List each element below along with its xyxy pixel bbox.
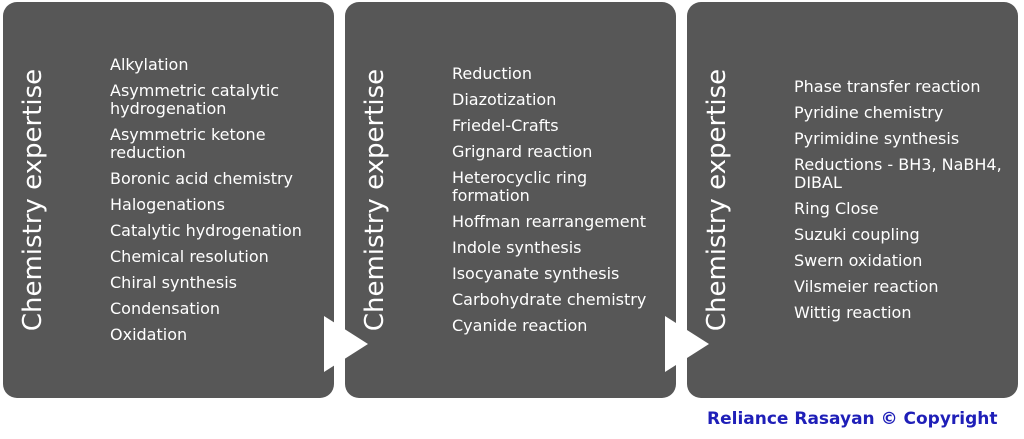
expertise-panel-1: Chemistry expertise Alkylation Asymmetri…	[3, 2, 334, 398]
panel-side-title: Chemistry expertise	[3, 2, 63, 398]
list-item: Cyanide reaction	[452, 316, 588, 335]
panel-side-title-text: Chemistry expertise	[702, 68, 732, 332]
list-item: Ring Close	[794, 199, 879, 218]
arrow-right-icon	[665, 316, 709, 372]
list-item: Catalytic hydrogenation	[110, 221, 302, 240]
panel-side-title-text: Chemistry expertise	[18, 68, 48, 332]
panel-side-title-text: Chemistry expertise	[360, 68, 390, 332]
expertise-list: Alkylation Asymmetric catalytic hydrogen…	[70, 18, 324, 382]
copyright-text: Reliance Rasayan © Copyright	[707, 409, 998, 429]
list-item: Diazotization	[452, 90, 557, 109]
expertise-list: Reduction Diazotization Friedel-Crafts G…	[412, 18, 666, 382]
list-item: Pyridine chemistry	[794, 103, 944, 122]
expertise-list: Phase transfer reaction Pyridine chemist…	[754, 18, 1008, 382]
expertise-panel-2: Chemistry expertise Reduction Diazotizat…	[345, 2, 676, 398]
expertise-panel-3: Chemistry expertise Phase transfer react…	[687, 2, 1018, 398]
list-item: Vilsmeier reaction	[794, 277, 939, 296]
list-item: Indole synthesis	[452, 238, 582, 257]
list-item: Alkylation	[110, 55, 189, 74]
list-item: Carbohydrate chemistry	[452, 290, 647, 309]
list-item: Oxidation	[110, 325, 188, 344]
list-item: Friedel-Crafts	[452, 116, 559, 135]
list-item: Heterocyclic ring formation	[452, 168, 588, 205]
list-item: Chemical resolution	[110, 247, 269, 266]
list-item: Phase transfer reaction	[794, 77, 981, 96]
list-item: Isocyanate synthesis	[452, 264, 620, 283]
list-item: Asymmetric ketone reduction	[110, 125, 266, 162]
list-item: Condensation	[110, 299, 221, 318]
list-item: Chiral synthesis	[110, 273, 237, 292]
list-item: Pyrimidine synthesis	[794, 129, 960, 148]
list-item: Halogenations	[110, 195, 225, 214]
list-item: Boronic acid chemistry	[110, 169, 294, 188]
list-item: Reductions - BH3, NaBH4, DIBAL	[794, 155, 1002, 192]
list-item: Swern oxidation	[794, 251, 923, 270]
list-item: Wittig reaction	[794, 303, 912, 322]
list-item: Hoffman rearrangement	[452, 212, 646, 231]
arrow-right-icon	[324, 316, 368, 372]
list-item: Grignard reaction	[452, 142, 593, 161]
list-item: Asymmetric catalytic hydrogenation	[110, 81, 280, 118]
list-item: Suzuki coupling	[794, 225, 920, 244]
list-item: Reduction	[452, 64, 532, 83]
